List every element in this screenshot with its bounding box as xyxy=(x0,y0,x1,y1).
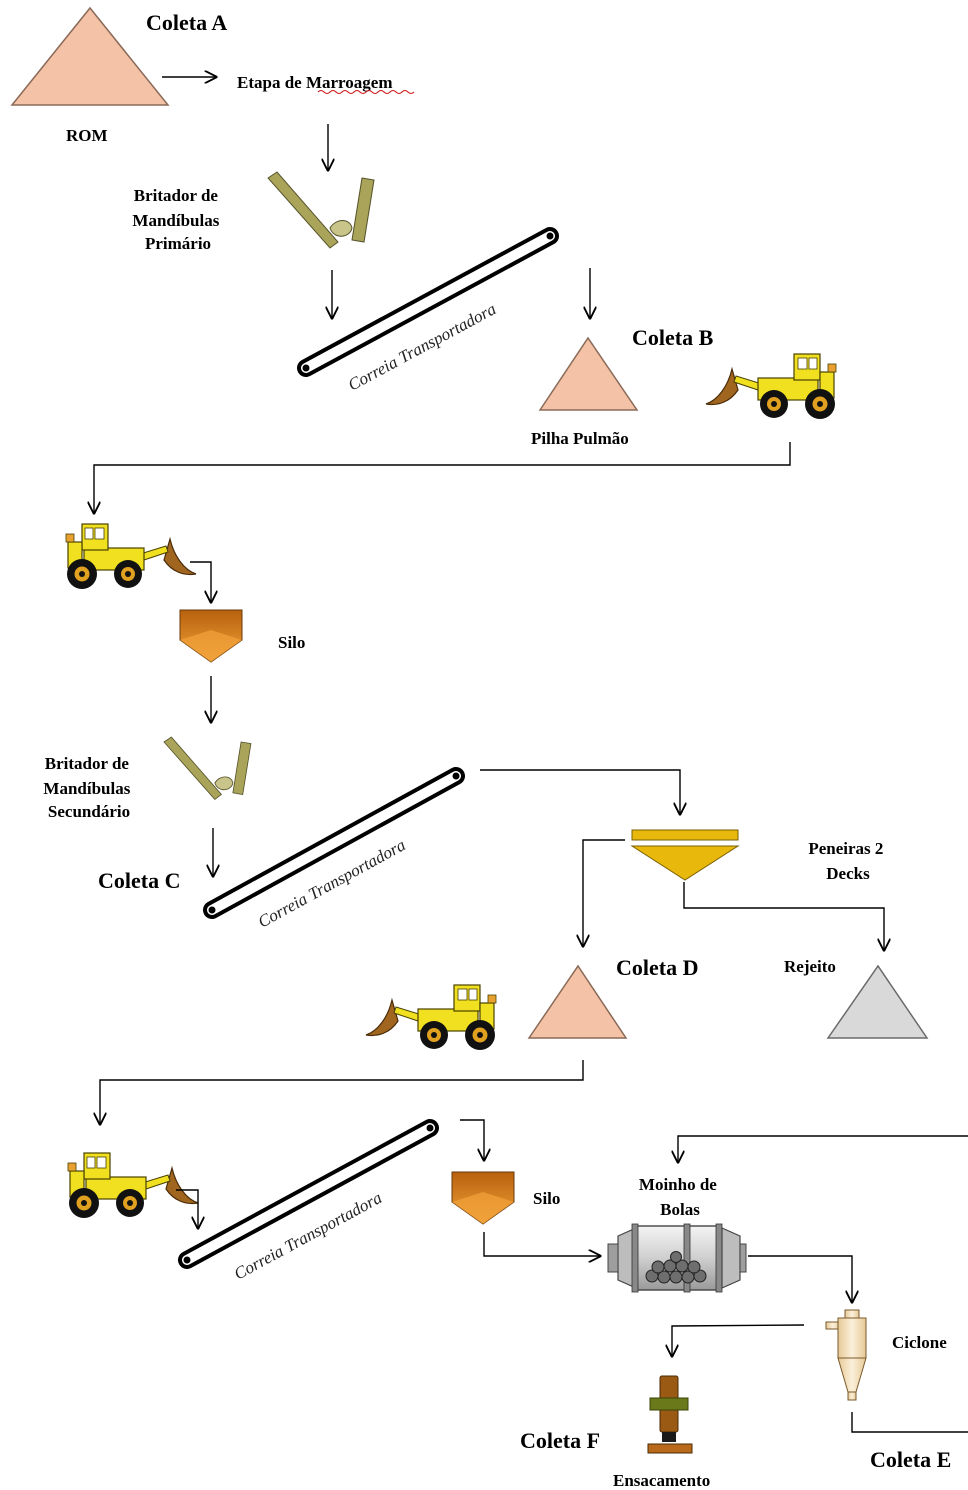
arrow-to-silo-1 xyxy=(190,561,211,602)
conveyor-icon xyxy=(178,1119,439,1269)
reject-pile xyxy=(826,964,929,1039)
coleta-a-label: Coleta A xyxy=(146,10,227,35)
bagging-icon xyxy=(647,1375,693,1454)
arrow-to-loader-3 xyxy=(100,1060,584,1124)
silo-label-2: Silo xyxy=(533,1189,560,1208)
arrow-to-screen xyxy=(480,769,680,814)
rejeito-label: Rejeito xyxy=(784,957,836,976)
arrow-silo-to-mill xyxy=(483,1232,600,1256)
conveyor-icon xyxy=(203,767,465,919)
line-cyclone-underflow xyxy=(851,1412,968,1433)
rom-label: ROM xyxy=(66,126,108,145)
coleta-c-label: Coleta C xyxy=(98,868,180,893)
arrow-screen-reject xyxy=(683,882,884,950)
arrow-to-silo-2 xyxy=(460,1119,484,1160)
arrow-screen-oversize xyxy=(583,839,625,946)
arrow-mill-to-cyclone xyxy=(748,1255,852,1302)
product-pile xyxy=(527,964,628,1039)
buffer-pile xyxy=(538,336,639,411)
conveyor-icon xyxy=(297,227,559,377)
screen-icon xyxy=(630,829,740,881)
arrow-to-loader-2 xyxy=(94,442,791,513)
silo-label-1: Silo xyxy=(278,633,305,652)
ciclone-label: Ciclone xyxy=(892,1333,947,1352)
primary-crusher-label: Britador de Mandíbulas Primário xyxy=(132,186,223,253)
arrow-cyclone-overflow xyxy=(672,1324,805,1356)
secondary-crusher-label: Britador de Mandíbulas Secundário xyxy=(43,754,134,821)
screens-label: Peneiras 2 Decks xyxy=(808,839,887,883)
arrow-loader-to-belt-3 xyxy=(176,1189,198,1228)
arrow-recycle-to-mill xyxy=(678,1135,968,1162)
coleta-e-label: Coleta E xyxy=(870,1447,951,1472)
ball-mill-icon xyxy=(607,1223,747,1293)
coleta-f-label: Coleta F xyxy=(520,1428,600,1453)
ball-mill-label: Moinho de Bolas xyxy=(639,1175,721,1219)
ensacamento-label: Ensacamento xyxy=(613,1471,710,1490)
coleta-b-label: Coleta B xyxy=(632,325,714,350)
pilha-pulmao-label: Pilha Pulmão xyxy=(531,429,629,448)
coleta-d-label: Coleta D xyxy=(616,955,698,980)
cyclone-icon xyxy=(825,1309,867,1401)
marroagem-label: Etapa de Marroagem xyxy=(237,73,393,92)
spellcheck-underline xyxy=(317,90,415,94)
rom-pile xyxy=(10,6,170,106)
